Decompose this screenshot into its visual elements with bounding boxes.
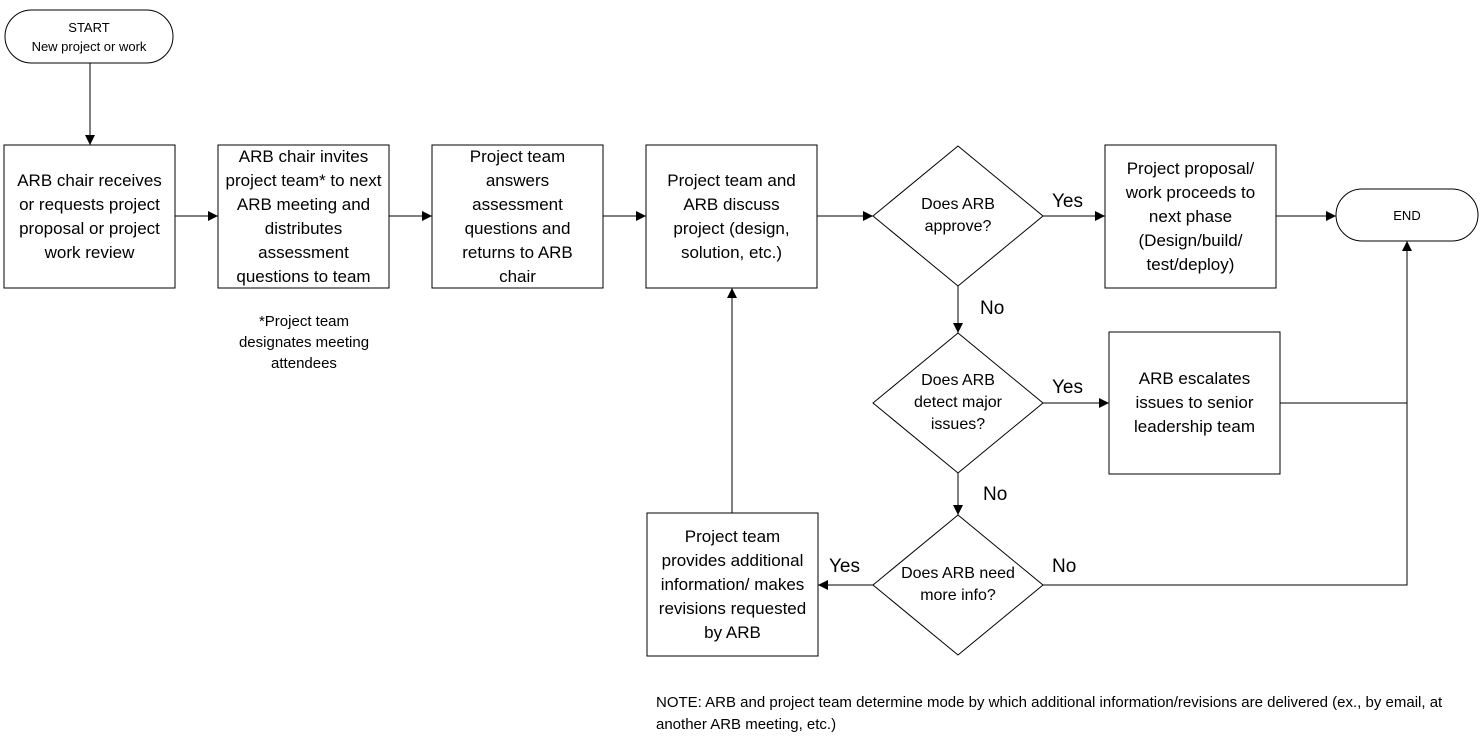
approve-no-label: No [980,298,1005,319]
receive-step-text: ARB chair receives or requests project p… [17,170,162,262]
provide-step-text: Project team provides additional informa… [658,526,807,642]
end-terminal: END [1336,189,1478,241]
start-sublabel: New project or work [31,38,147,54]
more-info-no-label: No [1052,556,1077,577]
approve-yes-label: Yes [1052,191,1083,212]
more-info-diamond-shape [872,514,1044,656]
invite-step: ARB chair invites project team* to next … [218,145,389,288]
start-terminal: START New project or work [5,10,173,63]
note: NOTE: ARB and project team determine mod… [656,694,1443,733]
discuss-box-shape [645,144,818,289]
proceed-step-text: Project proposal/ work proceeds to next … [1125,158,1256,274]
escalate-step: ARB escalates issues to senior leadershi… [1109,332,1280,474]
provide-box-shape [646,512,819,657]
detect-no-label: No [983,484,1008,505]
discuss-step: Project team and ARB discuss project (de… [646,145,817,288]
answer-step-text: Project team answers assessment question… [462,146,573,286]
detect-decision: Does ARB detect major issues? [900,368,1016,438]
start-terminal-shape [4,9,174,64]
proceed-box-shape [1104,144,1277,289]
provide-step: Project team provides additional informa… [647,513,818,656]
start-label: START [68,19,110,35]
approve-decision: Does ARB approve? [908,186,1008,246]
detect-yes-label: Yes [1052,377,1083,398]
proceed-step: Project proposal/ work proceeds to next … [1105,145,1276,288]
answer-step: Project team answers assessment question… [432,145,603,288]
receive-step: ARB chair receives or requests project p… [4,145,175,288]
answer-box-shape [431,144,604,289]
invite-step-text: ARB chair invites project team* to next … [225,146,382,286]
escalate-step-text: ARB escalates issues to senior leadershi… [1134,369,1255,436]
end-label: END [1393,207,1421,223]
discuss-step-text: Project team and ARB discuss project (de… [667,170,796,262]
footnote: *Project team designates meeting attende… [238,313,370,372]
receive-box-shape [3,144,176,289]
detect-decision-text: Does ARB detect major issues? [913,372,1003,433]
escalate-box-shape [1108,331,1281,475]
more-info-yes-label: Yes [829,556,860,577]
more-info-decision-text: Does ARB need more info? [901,565,1015,604]
approve-decision-text: Does ARB approve? [921,196,995,235]
connector-more-info-no-to-end [1043,241,1412,586]
more-info-decision: Does ARB need more info? [896,560,1020,610]
